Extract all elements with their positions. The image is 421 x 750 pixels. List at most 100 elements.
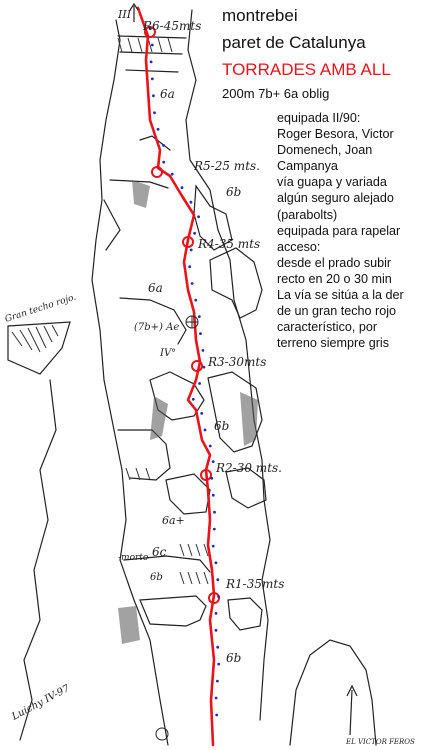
bolt-marker bbox=[214, 612, 218, 615]
bolt-marker bbox=[211, 493, 215, 497]
grade-pitch-4a: 6a bbox=[148, 281, 163, 295]
note-line: desde el prado subir bbox=[277, 255, 392, 270]
bolt-marker bbox=[198, 382, 202, 385]
note-line: Domenech, Joan bbox=[277, 143, 373, 158]
bolt-marker bbox=[211, 460, 215, 463]
belay-label-r6: R6-45mts bbox=[142, 19, 201, 33]
bolt-marker bbox=[194, 298, 198, 302]
note-line: recto en 20 o 30 min bbox=[277, 271, 392, 286]
note-line: de un gran techo rojo bbox=[277, 304, 397, 319]
bolt-marker bbox=[188, 265, 192, 269]
bolt-marker bbox=[149, 60, 153, 64]
bolt-marker bbox=[148, 27, 152, 30]
bolt-marker bbox=[214, 696, 218, 700]
flower-icon bbox=[155, 727, 169, 741]
wall-title: paret de Catalunya bbox=[222, 33, 366, 52]
note-line: La vía se sitúa a la der bbox=[277, 288, 404, 303]
bolt-marker bbox=[150, 77, 154, 81]
route-title: TORRADES AMB ALL bbox=[222, 60, 391, 79]
bolt-marker bbox=[217, 595, 221, 599]
bolt-marker bbox=[197, 215, 201, 219]
gran-techo-label: Gran techo rojo. bbox=[4, 292, 78, 324]
belay-stations bbox=[144, 26, 220, 604]
bolt-marker bbox=[189, 248, 193, 252]
note-line: algún seguro alejado bbox=[277, 191, 394, 206]
note-line: vía guapa y variada bbox=[277, 175, 387, 190]
bolt-marker bbox=[211, 544, 215, 548]
belay-r5 bbox=[151, 166, 163, 178]
bolt-marker bbox=[180, 186, 184, 190]
author-signature: Luichy IV-97 bbox=[9, 683, 72, 723]
bolt-marker bbox=[153, 111, 156, 115]
belay-r4 bbox=[182, 236, 194, 248]
grade-pitch-4c: IV° bbox=[159, 348, 176, 359]
grade-pitch-6: 6a bbox=[160, 87, 175, 101]
roof-hatching bbox=[11, 37, 209, 585]
grade-pitch-2a: 6a+ bbox=[162, 514, 185, 527]
rock-outlines bbox=[7, 9, 377, 746]
grade-top: III bbox=[117, 8, 132, 21]
bolt-marker bbox=[216, 679, 219, 683]
note-line: Roger Besora, Victor bbox=[277, 127, 394, 142]
grade-pitch-4b: (7b+) Ae bbox=[134, 322, 179, 333]
bolt-marker bbox=[199, 332, 202, 335]
bolt-marker bbox=[150, 43, 154, 47]
note-line: característico, por bbox=[277, 320, 378, 335]
bolt-markers bbox=[148, 27, 221, 717]
grade-pitch-3: 6b bbox=[214, 419, 229, 433]
bolt-marker bbox=[213, 510, 216, 514]
note-line: acceso: bbox=[277, 239, 321, 254]
grade-pitch-2c: 6b bbox=[150, 572, 163, 583]
bolt-marker bbox=[162, 160, 166, 164]
bolt-marker bbox=[215, 713, 219, 717]
route-notes: equipada II/90: Roger Besora, Victor Dom… bbox=[277, 110, 417, 351]
belay-label-r1: R1-35mts bbox=[225, 577, 284, 591]
belay-r6 bbox=[144, 26, 156, 38]
note-line: equipada II/90: bbox=[277, 111, 361, 125]
bolt-marker bbox=[216, 645, 220, 649]
bolt-marker bbox=[214, 628, 218, 632]
morto-label: -morto- bbox=[118, 553, 151, 563]
bolt-marker bbox=[201, 349, 205, 352]
route-grade-line: 200m 7b+ 6a oblig bbox=[222, 86, 330, 101]
bolt-marker bbox=[152, 94, 155, 98]
bolt-marker bbox=[197, 315, 201, 318]
note-line: equipada para rapelar bbox=[277, 223, 401, 238]
bolt-marker bbox=[203, 428, 207, 432]
bolt-marker bbox=[210, 476, 214, 480]
belay-r3 bbox=[191, 360, 203, 372]
grade-pitch-5: 6b bbox=[226, 185, 241, 199]
bolt-marker bbox=[190, 282, 194, 285]
exit-arrow bbox=[129, 2, 139, 22]
grade-pitch-1: 6b bbox=[226, 651, 241, 665]
bolt-marker bbox=[214, 561, 218, 565]
approach-arrow bbox=[346, 684, 358, 736]
bolt-marker bbox=[212, 527, 216, 531]
area-title: montrebei bbox=[222, 6, 298, 25]
belay-label-r3: R3-30mts bbox=[207, 355, 266, 369]
bolt-marker bbox=[217, 662, 221, 666]
route-line bbox=[136, 6, 216, 747]
bolt-marker bbox=[200, 412, 204, 415]
grade-pitch-2b: 6c bbox=[152, 545, 167, 559]
bolt-marker bbox=[193, 231, 197, 235]
bolt-marker bbox=[156, 127, 160, 131]
bolt-marker bbox=[170, 172, 174, 176]
belay-r2 bbox=[200, 469, 212, 481]
bolt-marker bbox=[191, 397, 195, 401]
rock-shading bbox=[118, 180, 258, 644]
belay-label-r5: R5-25 mts. bbox=[193, 159, 260, 173]
bolt-marker bbox=[202, 365, 206, 369]
bolt-marker bbox=[208, 444, 212, 448]
belay-label-r4: R4-35 mts bbox=[197, 237, 260, 251]
credit-label: EL VICTOR FEROS bbox=[345, 738, 415, 746]
bolt-marker bbox=[162, 144, 165, 147]
belay-label-r2: R2-30 mts. bbox=[215, 461, 282, 475]
note-line: terreno siempre gris bbox=[277, 336, 389, 351]
note-line: Campanya bbox=[277, 159, 338, 174]
note-line: (parabolts) bbox=[277, 207, 338, 222]
flower-icon bbox=[185, 315, 199, 329]
bolt-marker bbox=[189, 200, 193, 204]
bolt-marker bbox=[216, 578, 220, 582]
